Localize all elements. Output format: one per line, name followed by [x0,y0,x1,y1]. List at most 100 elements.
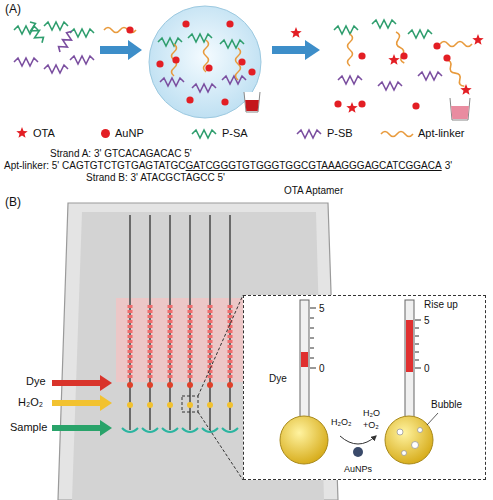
released-network [444,59,466,88]
scale-tick [415,320,421,321]
red-vial [244,92,260,112]
hydrogel-network [186,96,193,103]
sample-well [122,428,138,432]
dye-spot [187,382,193,388]
catalyst-particle [353,447,363,457]
hydrogel-network [182,20,189,27]
legend-sample [297,130,321,138]
hydrogel-network [149,6,261,118]
hydrogel-network [172,56,179,63]
inset-label: 5 [319,303,325,315]
free-strands [57,29,76,54]
red-vial [245,100,259,111]
dye-band [208,305,213,378]
reagent-arrow [52,395,112,411]
catalyst-particle [353,447,363,457]
inset-label: H₂O₂ [331,417,352,427]
reaction-arrow [340,413,438,444]
legend-text: OTA [33,127,55,140]
annotation: OTA Aptamer [284,185,343,197]
reaction-bulb [385,416,433,464]
peroxide-spot [147,402,153,408]
peroxide-spot [187,402,193,408]
reagent-arrow [52,375,112,391]
gas-bubble [418,428,423,433]
chip-channel [169,215,171,430]
released-network [378,82,402,90]
scale-tick [310,308,421,368]
released-network [346,102,357,113]
thermometer-tube [406,320,413,372]
process-arrow [272,40,320,60]
aptamer-sequence: GATCGGGTGTGGGTGGCGTAAAGGGAGCATCGGACA [186,160,442,172]
dye-spot [227,382,233,388]
legend-sample [16,127,413,138]
free-strands [14,58,38,66]
reaction-bulb [280,416,328,464]
released-network [472,34,483,45]
dye-band [130,305,230,378]
thermometer-tube [300,300,309,418]
added-linker [126,26,133,33]
peroxide-spot [127,402,133,408]
released-network [388,54,399,65]
released-network [412,102,419,109]
panel-label: (B) [5,196,21,210]
released-network [418,72,442,80]
hydrogel-network [160,78,184,86]
pink-vial [450,98,470,120]
thermometer-tube [301,352,308,367]
inset-label: Bubble [431,399,462,411]
chip-channel [149,215,151,430]
pink-vial [451,106,469,119]
zoom-marker [198,295,243,396]
scale-tick [310,368,316,369]
added-ota [290,27,301,38]
released-network [443,54,450,61]
zoom-marker [182,396,198,412]
scale-tick [415,360,419,361]
chip-channel [129,215,131,430]
released-network [460,84,471,95]
reaction-arrow [340,436,376,444]
sequence-text: Strand B: 3' ATACGCTAGCC 5' [86,172,225,184]
inset-ground [243,295,486,480]
process-arrow [100,40,142,60]
released-network [358,52,365,59]
hydrogel-network [188,34,212,42]
free-strands [70,29,94,37]
dye-band [128,305,133,378]
legend-sample [381,132,413,137]
released-network [358,100,365,107]
dye-spot [207,382,213,388]
inset-label: Rise up [424,299,458,311]
sequence-text: Strand A: 3' GTCACAGACAC 5' [50,148,192,160]
inset-label: H₂O [363,408,380,418]
gas-bubble [397,428,423,456]
chip-channel [209,215,211,430]
zoom-marker [198,412,243,480]
zoom-inset: 50DyeRise up50H₂O₂H₂O+O₂BubbleAuNPs [243,295,486,480]
dye-band [168,305,173,378]
released-network [440,42,472,47]
hydrogel-network [158,38,182,46]
scale-tick [415,328,419,329]
dye-spot [127,382,133,388]
scale-tick [310,338,314,339]
free-strands [44,65,68,73]
inset-label: AuNPs [344,464,372,474]
released-network [338,76,362,84]
thermometer-tube [405,300,414,418]
reaction-arrow [427,413,438,425]
peroxide-spot [227,402,233,408]
reagent-label: H₂O₂ [18,396,43,409]
panel-label: (A) [5,3,21,17]
sample-well [162,428,178,432]
released-network [334,100,341,107]
dye-band [188,305,193,378]
inset-label: 5 [424,315,430,327]
reagent-arrow [52,375,112,436]
inset-label: 0 [319,363,325,375]
